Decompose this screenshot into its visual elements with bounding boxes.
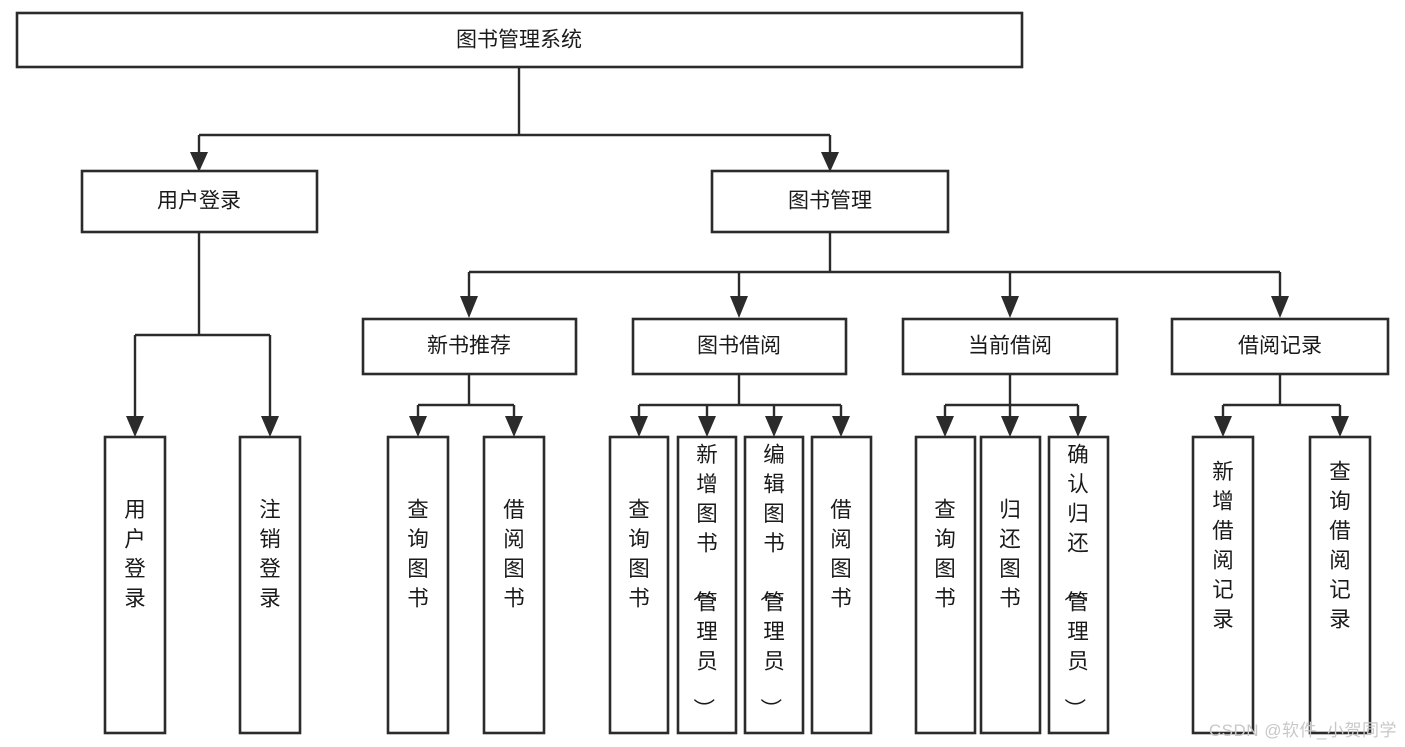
node-user-login[interactable]: 用户登录 [80,169,319,234]
node-leaf-logout-login-box[interactable] [238,435,302,735]
node-book-management-label: 图书管理 [788,190,872,213]
node-new-book-recommend-label: 新书推荐 [427,335,511,358]
node-leaf-add-book-box[interactable] [676,435,738,735]
arrow-head-leaf-query-book-1 [409,416,427,437]
node-leaf-query-record-box[interactable] [1308,435,1372,735]
csdn-watermark: CSDN @软件_小贺同学 [1208,721,1397,740]
node-leaf-query-book-1-box[interactable] [386,435,450,735]
node-leaf-user-login-label: 用户登录 [124,498,146,611]
arrow-head-new-book-recommend [460,296,478,318]
node-user-login-label: 用户登录 [157,190,241,213]
node-book-management[interactable]: 图书管理 [710,169,950,234]
arrow-head-leaf-query-book-2 [630,416,648,437]
arrow-head-leaf-logout-login [261,416,279,437]
edge-layer [126,67,1349,437]
node-leaf-edit-book-label: 编辑图书（管理员） [758,443,785,720]
arrow-head-book-management [821,152,839,172]
node-leaf-add-record-box[interactable] [1191,435,1255,735]
node-leaf-logout-login-label: 注销登录 [259,498,281,611]
arrow-head-user-login [190,152,208,172]
node-leaf-add-book-label: 新增图书（管理员） [691,443,718,720]
node-root-label: 图书管理系统 [456,29,582,52]
arrow-head-leaf-add-book [698,416,716,437]
node-leaf-return-book[interactable]: 归还图书 [979,435,1042,735]
node-leaf-query-book-3-box[interactable] [914,435,977,735]
node-user-login-box[interactable] [80,169,319,234]
arrow-head-leaf-return-book [1001,416,1019,437]
node-leaf-query-record-label: 查询借阅记录 [1329,460,1351,632]
node-book-borrow[interactable]: 图书借阅 [631,317,848,376]
node-book-borrow-label: 图书借阅 [697,335,781,358]
arrow-head-current-borrow [1001,296,1019,318]
node-leaf-confirm-return-label: 确认归还（管理员） [1062,443,1089,720]
node-leaf-query-book-2-label: 查询图书 [628,498,650,611]
node-leaf-borrow-book-1-label: 借阅图书 [503,498,525,611]
arrow-head-borrow-record [1271,296,1289,318]
node-leaf-return-book-box[interactable] [979,435,1042,735]
node-leaf-query-record[interactable]: 查询借阅记录 [1308,435,1372,735]
arrow-head-leaf-query-book-3 [936,416,954,437]
node-root[interactable]: 图书管理系统 [15,11,1024,69]
arrow-head-leaf-borrow-book-1 [505,416,523,437]
node-current-borrow-label: 当前借阅 [968,335,1052,358]
node-leaf-user-login-box[interactable] [103,435,167,735]
node-leaf-add-record-label: 新增借阅记录 [1212,460,1234,632]
node-leaf-query-book-3-label: 查询图书 [934,498,956,611]
node-leaf-query-book-1-label: 查询图书 [407,498,429,611]
arrow-head-leaf-borrow-book-2 [832,416,850,437]
node-leaf-query-book-3[interactable]: 查询图书 [914,435,977,735]
node-leaf-return-book-label: 归还图书 [999,498,1021,611]
node-leaf-borrow-book-2[interactable]: 借阅图书 [810,435,873,735]
arrow-head-leaf-query-record [1331,416,1349,437]
node-book-borrow-box[interactable] [631,317,848,376]
arrow-head-leaf-user-login [126,416,144,437]
node-new-book-recommend-box[interactable] [361,317,578,376]
arrow-head-leaf-add-record [1214,416,1232,437]
arrow-head-leaf-edit-book [765,416,783,437]
node-current-borrow-box[interactable] [901,317,1119,376]
node-leaf-confirm-return-box[interactable] [1047,435,1110,735]
node-book-management-box[interactable] [710,169,950,234]
node-leaf-borrow-book-1-box[interactable] [482,435,546,735]
arrow-head-leaf-confirm-return [1069,416,1087,437]
node-leaf-edit-book[interactable]: 编辑图书（管理员） [743,435,805,735]
node-leaf-borrow-book-1[interactable]: 借阅图书 [482,435,546,735]
arrow-head-book-borrow [730,296,748,318]
node-leaf-query-book-1[interactable]: 查询图书 [386,435,450,735]
node-new-book-recommend[interactable]: 新书推荐 [361,317,578,376]
node-leaf-query-book-2-box[interactable] [608,435,670,735]
node-leaf-add-book[interactable]: 新增图书（管理员） [676,435,738,735]
node-borrow-record-box[interactable] [1170,317,1390,376]
node-leaf-edit-book-box[interactable] [743,435,805,735]
node-leaf-borrow-book-2-box[interactable] [810,435,873,735]
node-leaf-logout-login[interactable]: 注销登录 [238,435,302,735]
node-root-box[interactable] [15,11,1024,69]
node-leaf-user-login[interactable]: 用户登录 [103,435,167,735]
node-leaf-confirm-return[interactable]: 确认归还（管理员） [1047,435,1110,735]
node-leaf-query-book-2[interactable]: 查询图书 [608,435,670,735]
node-current-borrow[interactable]: 当前借阅 [901,317,1119,376]
node-borrow-record[interactable]: 借阅记录 [1170,317,1390,376]
node-borrow-record-label: 借阅记录 [1238,335,1322,358]
node-leaf-add-record[interactable]: 新增借阅记录 [1191,435,1255,735]
node-leaf-borrow-book-2-label: 借阅图书 [830,498,852,611]
